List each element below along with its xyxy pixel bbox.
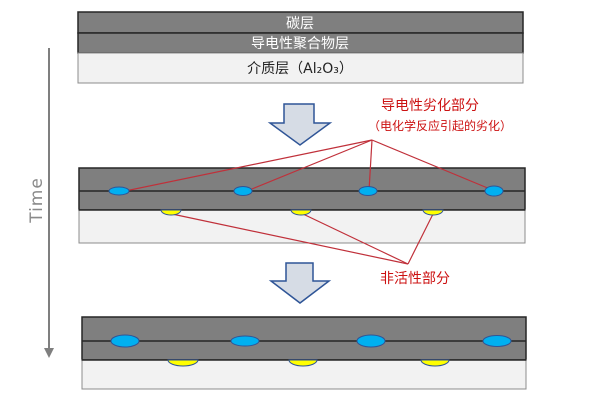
- stage2-layer-stack: [78, 167, 526, 244]
- degraded-spot: [110, 334, 140, 348]
- leader-line: [371, 139, 491, 190]
- stage2-dark-layers: [78, 167, 526, 211]
- progress-arrow-2-icon: [268, 262, 332, 304]
- conductive-polymer-layer-label: 导电性聚合物层: [251, 36, 349, 52]
- inactive-spot: [288, 359, 318, 367]
- stage2-dielectric-layer: [78, 209, 526, 244]
- inactive-leader-lines: [171, 213, 434, 265]
- initial-layer-stack: 碳层 导电性聚合物层 介质层（Al₂O₃）: [77, 11, 524, 84]
- leader-line: [124, 139, 373, 192]
- degraded-annotation-subtitle: （电化学反应引起的劣化）: [368, 118, 512, 133]
- degraded-spot: [482, 335, 512, 347]
- degraded-spot: [108, 186, 130, 196]
- stage3-inactive-spots: [167, 359, 450, 367]
- leader-line: [302, 213, 409, 265]
- leader-line: [246, 139, 373, 192]
- degraded-leader-lines: [124, 139, 491, 192]
- progress-arrow-1-icon: [267, 103, 333, 146]
- stage3-layer-stack: [81, 316, 527, 390]
- leader-line: [171, 213, 409, 265]
- leader-line: [407, 213, 434, 265]
- inactive-spot: [160, 209, 182, 216]
- stage2-inactive-spots: [160, 209, 444, 216]
- carbon-layer-label: 碳层: [286, 16, 314, 32]
- time-axis-arrowhead: [44, 348, 54, 358]
- dielectric-layer: [77, 52, 524, 84]
- degraded-spot: [356, 334, 386, 348]
- time-axis-label: Time: [27, 177, 47, 224]
- inactive-spot: [290, 209, 312, 216]
- time-axis: Time: [27, 48, 54, 358]
- degraded-annotation-title: 导电性劣化部分: [381, 98, 479, 114]
- degraded-spot: [484, 185, 504, 197]
- stage3-degraded-spots: [110, 334, 512, 348]
- inactive-annotation-title: 非活性部分: [380, 271, 450, 287]
- stage2-degraded-spots: [108, 185, 504, 197]
- degraded-spot: [230, 335, 260, 347]
- dielectric-layer-label: 介质层（Al₂O₃）: [247, 61, 353, 77]
- inactive-spot: [167, 359, 199, 367]
- inactive-spot: [422, 209, 444, 216]
- leader-line: [368, 139, 373, 192]
- inactive-spot: [420, 359, 450, 367]
- degraded-spot: [233, 186, 253, 196]
- stage3-dark-layers: [81, 316, 527, 361]
- degraded-spot: [358, 186, 378, 196]
